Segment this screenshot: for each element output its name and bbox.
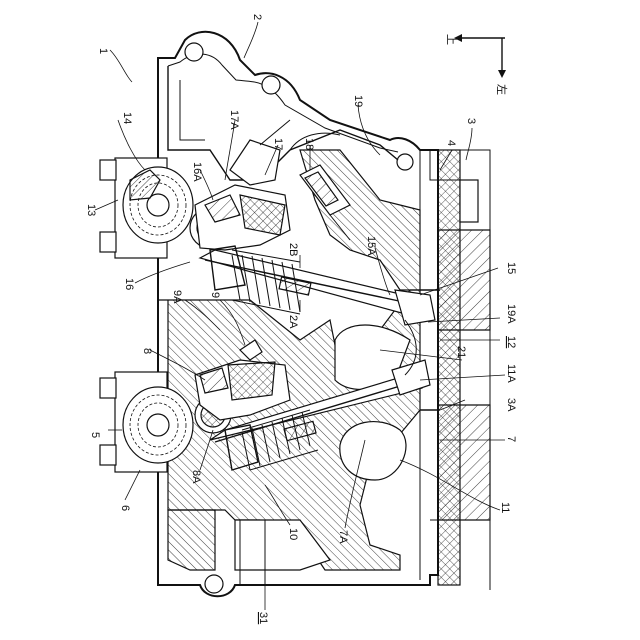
label-6: 6 — [119, 505, 131, 511]
label-17: 17 — [272, 138, 284, 150]
direction-left-label: 左 — [495, 84, 508, 95]
label-15A: 15A — [365, 236, 377, 256]
direction-up-label: 上 — [445, 34, 458, 45]
label-16A: 16A — [191, 162, 203, 182]
label-31: 31 — [257, 612, 269, 624]
label-17A: 17A — [228, 110, 240, 130]
label-19: 19 — [352, 95, 364, 107]
label-21: 21 — [455, 346, 467, 358]
label-16: 16 — [123, 278, 135, 290]
label-14: 14 — [121, 112, 133, 124]
label-5: 5 — [89, 432, 101, 438]
label-3A: 3A — [505, 398, 517, 412]
label-18: 18 — [303, 138, 315, 150]
direction-indicator — [454, 34, 506, 78]
label-8A: 8A — [190, 470, 202, 484]
label-2B: 2B — [287, 243, 299, 256]
label-19A: 19A — [505, 304, 517, 324]
label-1: 1 — [97, 48, 109, 54]
label-12: 12 — [505, 336, 517, 348]
label-9A: 9A — [171, 290, 183, 304]
label-9: 9 — [209, 292, 221, 298]
label-13: 13 — [85, 204, 97, 216]
cylinder-block — [420, 150, 490, 590]
label-4: 4 — [445, 140, 457, 146]
label-3: 3 — [465, 118, 477, 124]
label-7: 7 — [505, 436, 517, 442]
label-11A: 11A — [505, 364, 517, 383]
label-10: 10 — [287, 528, 299, 540]
label-8: 8 — [141, 348, 153, 354]
label-11: 11 — [499, 502, 511, 513]
label-7A: 7A — [337, 530, 349, 544]
label-15: 15 — [505, 262, 517, 274]
label-2: 2 — [251, 14, 263, 20]
exhaust-camshaft — [100, 158, 193, 258]
label-2A: 2A — [287, 315, 299, 329]
